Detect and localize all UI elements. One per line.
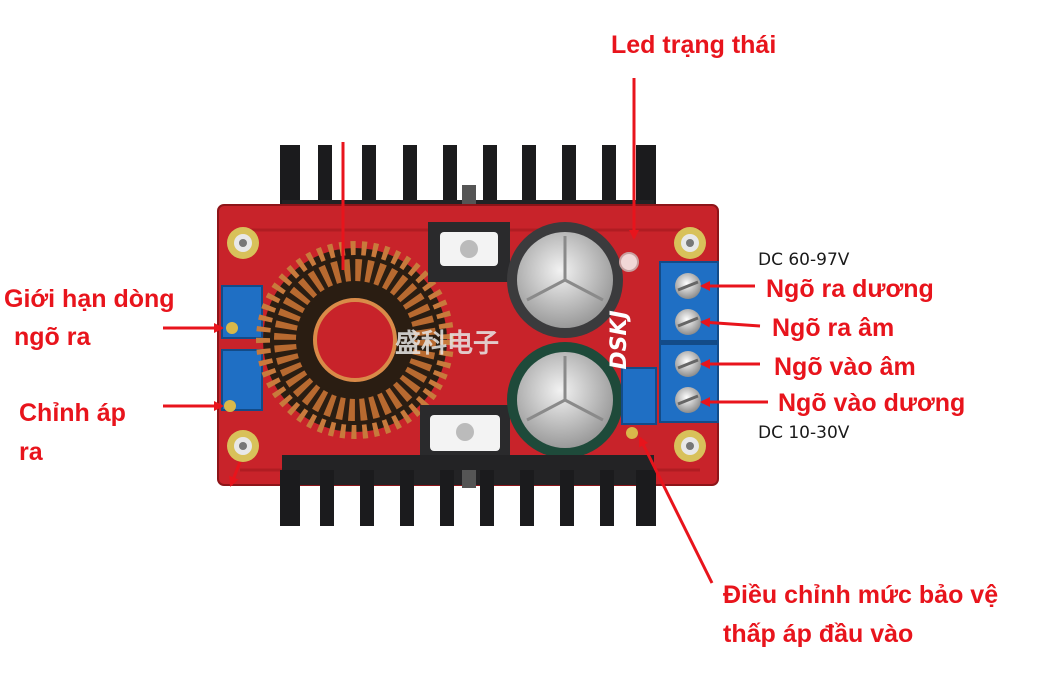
input-capacitor bbox=[507, 342, 623, 458]
board-brand: DSKJ bbox=[607, 310, 632, 369]
label-voltage-adjust-2: ra bbox=[19, 438, 43, 466]
annotation-arrows bbox=[163, 78, 768, 584]
label-in-negative: Ngõ vào âm bbox=[774, 353, 916, 381]
spec-output-range: DC 60-97V bbox=[758, 250, 850, 270]
undervoltage-potentiometer bbox=[621, 367, 657, 439]
board-watermark: 盛科电子 bbox=[395, 328, 499, 359]
output-capacitor bbox=[507, 222, 623, 338]
current-limit-potentiometer bbox=[221, 285, 263, 339]
arrow-out-negative bbox=[700, 317, 761, 328]
diode-bottom bbox=[420, 405, 510, 460]
voltage-adjust-potentiometer bbox=[221, 349, 263, 412]
arrow-mount-hole bbox=[229, 461, 242, 487]
label-voltage-adjust-1: Chỉnh áp bbox=[19, 399, 126, 427]
arrow-undervoltage bbox=[638, 436, 714, 584]
heatsink-screw bbox=[462, 185, 476, 205]
label-current-limit-1: Giới hạn dòng bbox=[4, 285, 175, 313]
label-undervoltage-2: thấp áp đầu vào bbox=[723, 620, 914, 648]
label-in-positive: Ngõ vào dương bbox=[778, 389, 966, 417]
label-out-positive: Ngõ ra dương bbox=[766, 275, 934, 303]
label-current-limit-2: ngõ ra bbox=[14, 323, 91, 351]
label-out-negative: Ngõ ra âm bbox=[772, 314, 895, 342]
status-led bbox=[619, 252, 639, 272]
label-status-led: Led trạng thái bbox=[611, 31, 777, 59]
spec-input-range: DC 10-30V bbox=[758, 423, 850, 443]
label-undervoltage-1: Điều chỉnh mức bảo vệ bbox=[723, 581, 999, 609]
toroid-inductor bbox=[256, 241, 454, 439]
mosfet-top bbox=[428, 222, 510, 282]
screw-terminal-block bbox=[659, 261, 719, 423]
mounting-holes bbox=[227, 227, 706, 462]
bottom-heatsink bbox=[280, 455, 656, 526]
